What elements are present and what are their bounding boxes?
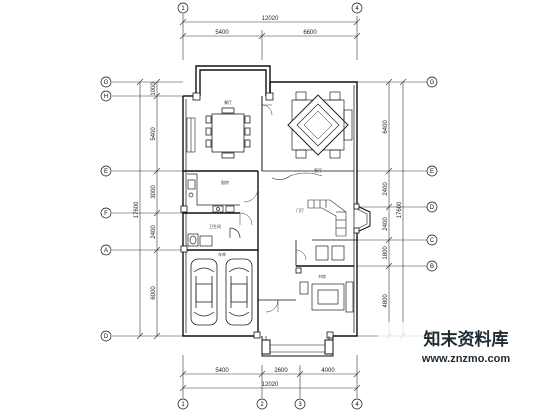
svg-text:B: B xyxy=(430,264,434,270)
bottom-axis-bubble: 3 xyxy=(294,398,306,410)
dining-sideboard xyxy=(186,117,196,153)
left-dimension-segment: 6000 xyxy=(151,286,157,300)
left-dimension-segment: 3000 xyxy=(151,185,157,199)
staircase xyxy=(271,172,347,237)
svg-text:4: 4 xyxy=(355,402,359,408)
svg-text:F: F xyxy=(104,211,108,217)
svg-text:1: 1 xyxy=(181,6,185,12)
bottom-dimension-segment: 2600 xyxy=(274,368,288,374)
right-dimension-segment: 1800 xyxy=(383,246,389,260)
bottom-dimension-lines xyxy=(179,355,361,398)
left-dimension-segment: 5400 xyxy=(151,127,157,141)
svg-text:G: G xyxy=(430,80,435,86)
bottom-axis-bubble: 4 xyxy=(351,398,363,410)
svg-text:4: 4 xyxy=(355,6,359,12)
bottom-dimension-segment: 4000 xyxy=(321,368,335,374)
right-dimension-segment: 6400 xyxy=(383,120,389,134)
left-axis-bubble: F xyxy=(100,207,112,219)
svg-text:H: H xyxy=(104,94,108,100)
bottom-axis-bubble: 2 xyxy=(256,398,268,410)
room-label-garage: 车库 xyxy=(218,251,226,257)
svg-text:D: D xyxy=(430,205,435,211)
right-axis-bubble: E xyxy=(426,165,438,177)
living-room-sofa-set xyxy=(287,91,353,159)
room-label-dining: 餐厅 xyxy=(224,99,232,105)
kitchen-counter xyxy=(187,173,240,213)
right-dimension-lines xyxy=(357,78,427,340)
room-label-kitchen: 厨房 xyxy=(221,179,229,185)
left-axis-bubble: D xyxy=(100,330,112,342)
room-label-bath: 卫生间 xyxy=(209,223,221,229)
right-axis-bubble: D xyxy=(426,201,438,213)
right-total-dimension: 17600 xyxy=(397,201,403,218)
garage-car xyxy=(190,258,218,326)
svg-text:E: E xyxy=(104,169,108,175)
svg-text:A: A xyxy=(104,248,108,254)
front-porch xyxy=(261,336,334,357)
watermark-logo: 知末资料库 www.znzmo.com xyxy=(378,322,554,368)
svg-text:2: 2 xyxy=(260,402,264,408)
right-axis-bubble: B xyxy=(426,260,438,272)
svg-text:3: 3 xyxy=(298,402,302,408)
right-axis-bubble: G xyxy=(426,76,438,88)
top-total-dimension: 12020 xyxy=(262,16,279,22)
garage-car xyxy=(225,258,253,326)
bottom-axis-bubble: 1 xyxy=(177,398,189,410)
watermark-text-cn: 知末资料库 xyxy=(423,329,509,350)
building-walls xyxy=(182,65,358,337)
svg-text:D: D xyxy=(104,334,109,340)
svg-text:1: 1 xyxy=(181,402,185,408)
door-swings xyxy=(239,104,307,313)
svg-text:C: C xyxy=(430,238,435,244)
bottom-total-dimension: 12020 xyxy=(262,382,279,388)
left-dimension-lines xyxy=(112,78,183,340)
study-furniture xyxy=(299,245,354,313)
right-dimension-segment: 2400 xyxy=(383,217,389,231)
room-label-hall: 门厅 xyxy=(296,207,304,213)
room-label-study: 书房 xyxy=(318,273,326,279)
left-total-dimension: 17600 xyxy=(134,201,140,218)
stair-bay-window xyxy=(356,205,371,233)
right-axis-bubble: C xyxy=(426,234,438,246)
room-label-living: 客厅 xyxy=(314,167,322,173)
left-axis-bubble: A xyxy=(100,244,112,256)
top-dimension-lines xyxy=(179,16,361,60)
left-axis-bubble: E xyxy=(100,165,112,177)
svg-text:E: E xyxy=(430,169,434,175)
top-axis-bubble: 4 xyxy=(351,2,363,14)
bathroom-fixtures xyxy=(187,227,241,247)
right-dimension-segment: 2400 xyxy=(383,182,389,196)
left-dimension-segment: 1000 xyxy=(151,82,157,96)
right-dimension-segment: 4800 xyxy=(383,294,389,308)
top-axis-bubble: 1 xyxy=(177,2,189,16)
top-dimension-segment: 5400 xyxy=(215,30,229,36)
bottom-dimension-segment: 5400 xyxy=(215,368,229,374)
columns xyxy=(180,92,360,339)
svg-text:G: G xyxy=(104,80,109,86)
top-dimension-segment: 6600 xyxy=(303,30,317,36)
left-dimension-segment: 2400 xyxy=(151,225,157,239)
dining-table xyxy=(205,107,251,159)
watermark-text-en: www.znzmo.com xyxy=(421,353,510,365)
left-axis-bubble: H xyxy=(100,90,112,102)
left-axis-bubble: G xyxy=(100,76,112,88)
